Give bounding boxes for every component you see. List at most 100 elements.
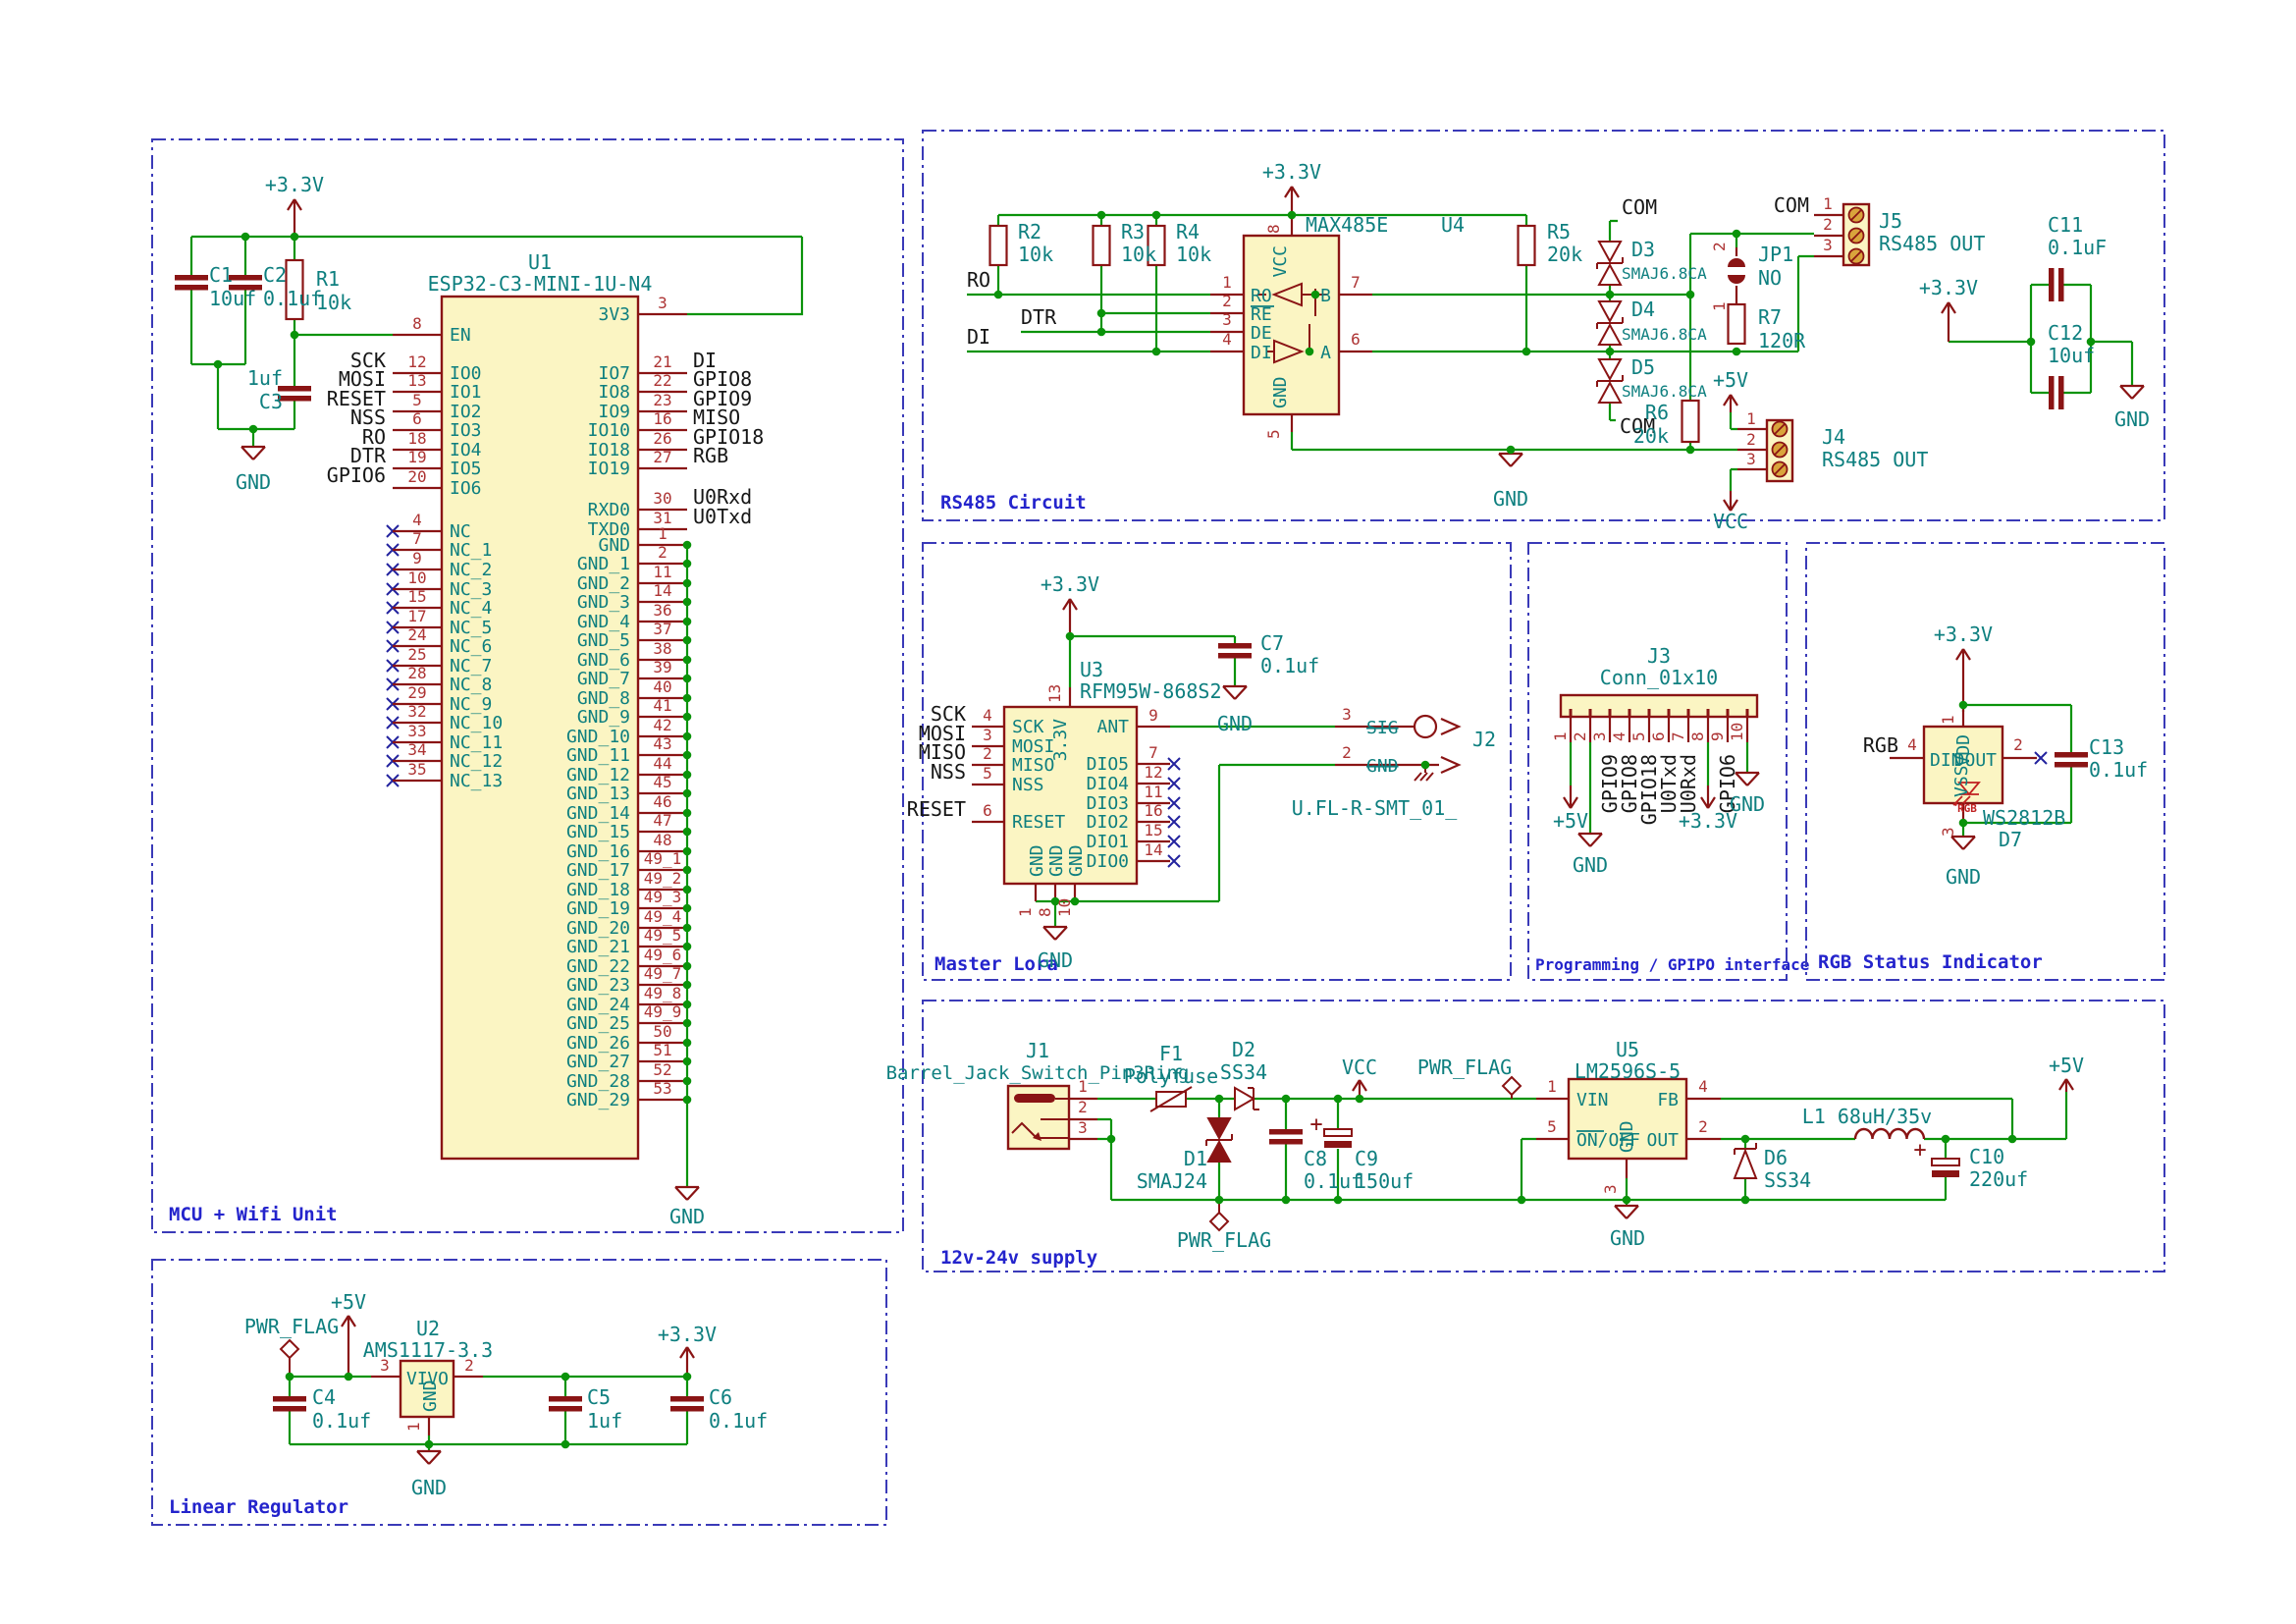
junction-dot bbox=[1685, 445, 1695, 455]
gnd-u5: GND bbox=[1610, 1226, 1645, 1250]
component-bodies bbox=[399, 202, 2004, 1419]
u1-label-DI: DI bbox=[693, 349, 717, 372]
u1-name-GND_11: GND_11 bbox=[566, 745, 630, 766]
u1-num-17: 17 bbox=[407, 607, 426, 625]
u1-ref: U1 bbox=[528, 250, 552, 274]
diode-D2 bbox=[1234, 1086, 1255, 1111]
junction-dot bbox=[424, 1439, 434, 1449]
pwr-flag-vin: PWR_FLAG bbox=[1417, 1056, 1512, 1079]
screw-slot bbox=[1850, 230, 1862, 242]
gnd-c12: GND bbox=[2114, 407, 2150, 431]
u3-num-15: 15 bbox=[1144, 821, 1162, 839]
junction-dot bbox=[1065, 631, 1075, 641]
j3-val: Conn_01x10 bbox=[1600, 666, 1718, 689]
u1-name-NC_5: NC_5 bbox=[450, 618, 492, 638]
no-connect-x-icon bbox=[1167, 815, 1181, 829]
u1-name-NC_8: NC_8 bbox=[450, 675, 492, 695]
r3-ref: R3 bbox=[1121, 220, 1145, 244]
overline bbox=[1251, 305, 1604, 1132]
j3-num-5: 5 bbox=[1629, 731, 1648, 741]
d1-ref: D1 bbox=[1184, 1147, 1207, 1170]
junction-dot bbox=[1958, 700, 1968, 710]
capacitor-plate bbox=[278, 386, 311, 392]
u1-name-GND_23: GND_23 bbox=[566, 975, 630, 996]
u1-num-28: 28 bbox=[407, 664, 426, 682]
j5-num-3: 3 bbox=[1823, 236, 1833, 254]
body-U1 bbox=[440, 295, 640, 1161]
tvs-bar bbox=[1205, 1134, 1233, 1146]
junction-dot bbox=[682, 559, 692, 568]
junction-dot bbox=[2026, 337, 2036, 347]
u2-num-2: 2 bbox=[464, 1356, 474, 1375]
junction-dot bbox=[2007, 1134, 2017, 1144]
net-5v-lin: +5V bbox=[331, 1290, 366, 1314]
u1-num-27: 27 bbox=[653, 448, 671, 466]
u3-num-11: 11 bbox=[1144, 783, 1162, 801]
jp1-num-1: 1 bbox=[1710, 301, 1729, 311]
junction-dot bbox=[682, 750, 692, 760]
d7-led-txt: RGB bbox=[1957, 802, 1977, 815]
c9-plus: + bbox=[1309, 1112, 1322, 1137]
junction-dot bbox=[1096, 327, 1106, 337]
r6-ref: R6 bbox=[1645, 401, 1669, 424]
l1-val: L1 68uH/35v bbox=[1802, 1105, 1932, 1128]
net-3v3-j3: +3.3V bbox=[1679, 809, 1737, 833]
u3-name-NSS: NSS bbox=[1012, 775, 1044, 795]
j4-num-1: 1 bbox=[1746, 409, 1756, 428]
j3-num-7: 7 bbox=[1669, 731, 1687, 741]
u1-num-21: 21 bbox=[653, 352, 671, 371]
j2-val: U.FL-R-SMT_01_ bbox=[1292, 796, 1459, 820]
section-box-mcu bbox=[151, 138, 904, 1233]
capacitor-plate bbox=[1269, 1139, 1303, 1145]
u1-label-U0Rxd: U0Rxd bbox=[693, 485, 752, 509]
barrel-switch bbox=[1011, 1098, 1068, 1139]
u1-name-GND_10: GND_10 bbox=[566, 727, 630, 747]
u1-num-25: 25 bbox=[407, 645, 426, 664]
u1-name-GND_13: GND_13 bbox=[566, 784, 630, 804]
capacitor-plate bbox=[278, 396, 311, 402]
tvs-diode bbox=[1597, 322, 1623, 346]
body-U2 bbox=[399, 1359, 455, 1419]
junction-dot bbox=[1740, 1195, 1750, 1205]
u1-num-26: 26 bbox=[653, 429, 671, 448]
f1-ref: F1 bbox=[1159, 1042, 1183, 1065]
junction-dot bbox=[682, 827, 692, 837]
junction-dot bbox=[1151, 210, 1161, 220]
u1-name-NC_11: NC_11 bbox=[450, 732, 503, 753]
net-3v3-rs485: +3.3V bbox=[1262, 160, 1321, 184]
junction-dot bbox=[682, 1056, 692, 1066]
u1-num-32: 32 bbox=[407, 702, 426, 721]
section-box-supply bbox=[922, 1000, 2165, 1272]
j1-ref: J1 bbox=[1026, 1039, 1049, 1062]
section-title-mcu: MCU + Wifi Unit bbox=[169, 1204, 338, 1225]
u4-ref: U4 bbox=[1441, 213, 1465, 237]
u1-name-IO1: IO1 bbox=[450, 382, 482, 403]
u1-num-16: 16 bbox=[653, 409, 671, 428]
junction-dot bbox=[682, 693, 692, 703]
j5-ref: J5 bbox=[1879, 209, 1902, 233]
c1-val: 10uf bbox=[209, 287, 256, 310]
u1-num-46: 46 bbox=[653, 792, 671, 811]
net-3v3-mcu: +3.3V bbox=[265, 173, 324, 196]
junction-dot bbox=[290, 330, 299, 340]
u1-name-GND_20: GND_20 bbox=[566, 918, 630, 939]
u1-name-NC_6: NC_6 bbox=[450, 636, 492, 657]
net-5v-j4: +5V bbox=[1713, 368, 1748, 392]
u4-num-1: 1 bbox=[1222, 273, 1232, 292]
polyfuse-F1-slash bbox=[1149, 1086, 1193, 1112]
junction-dot bbox=[682, 1018, 692, 1028]
capacitor-plate bbox=[2049, 268, 2055, 301]
section-box-rs485 bbox=[922, 130, 2165, 521]
no-connect-x-icon bbox=[1167, 757, 1181, 771]
u2-num-3: 3 bbox=[380, 1356, 390, 1375]
net-5v-j3: +5V bbox=[1553, 809, 1588, 833]
r5-val: 20k bbox=[1547, 243, 1582, 266]
u1-name-IO19: IO19 bbox=[588, 459, 630, 479]
screw-slot bbox=[1774, 444, 1786, 456]
u1-name-NC_2: NC_2 bbox=[450, 560, 492, 580]
junction-dot bbox=[1214, 1195, 1224, 1205]
gnd-symbol-icon bbox=[1614, 1204, 1639, 1219]
junction-dot bbox=[1685, 290, 1695, 299]
capacitor-plate bbox=[273, 1406, 306, 1412]
